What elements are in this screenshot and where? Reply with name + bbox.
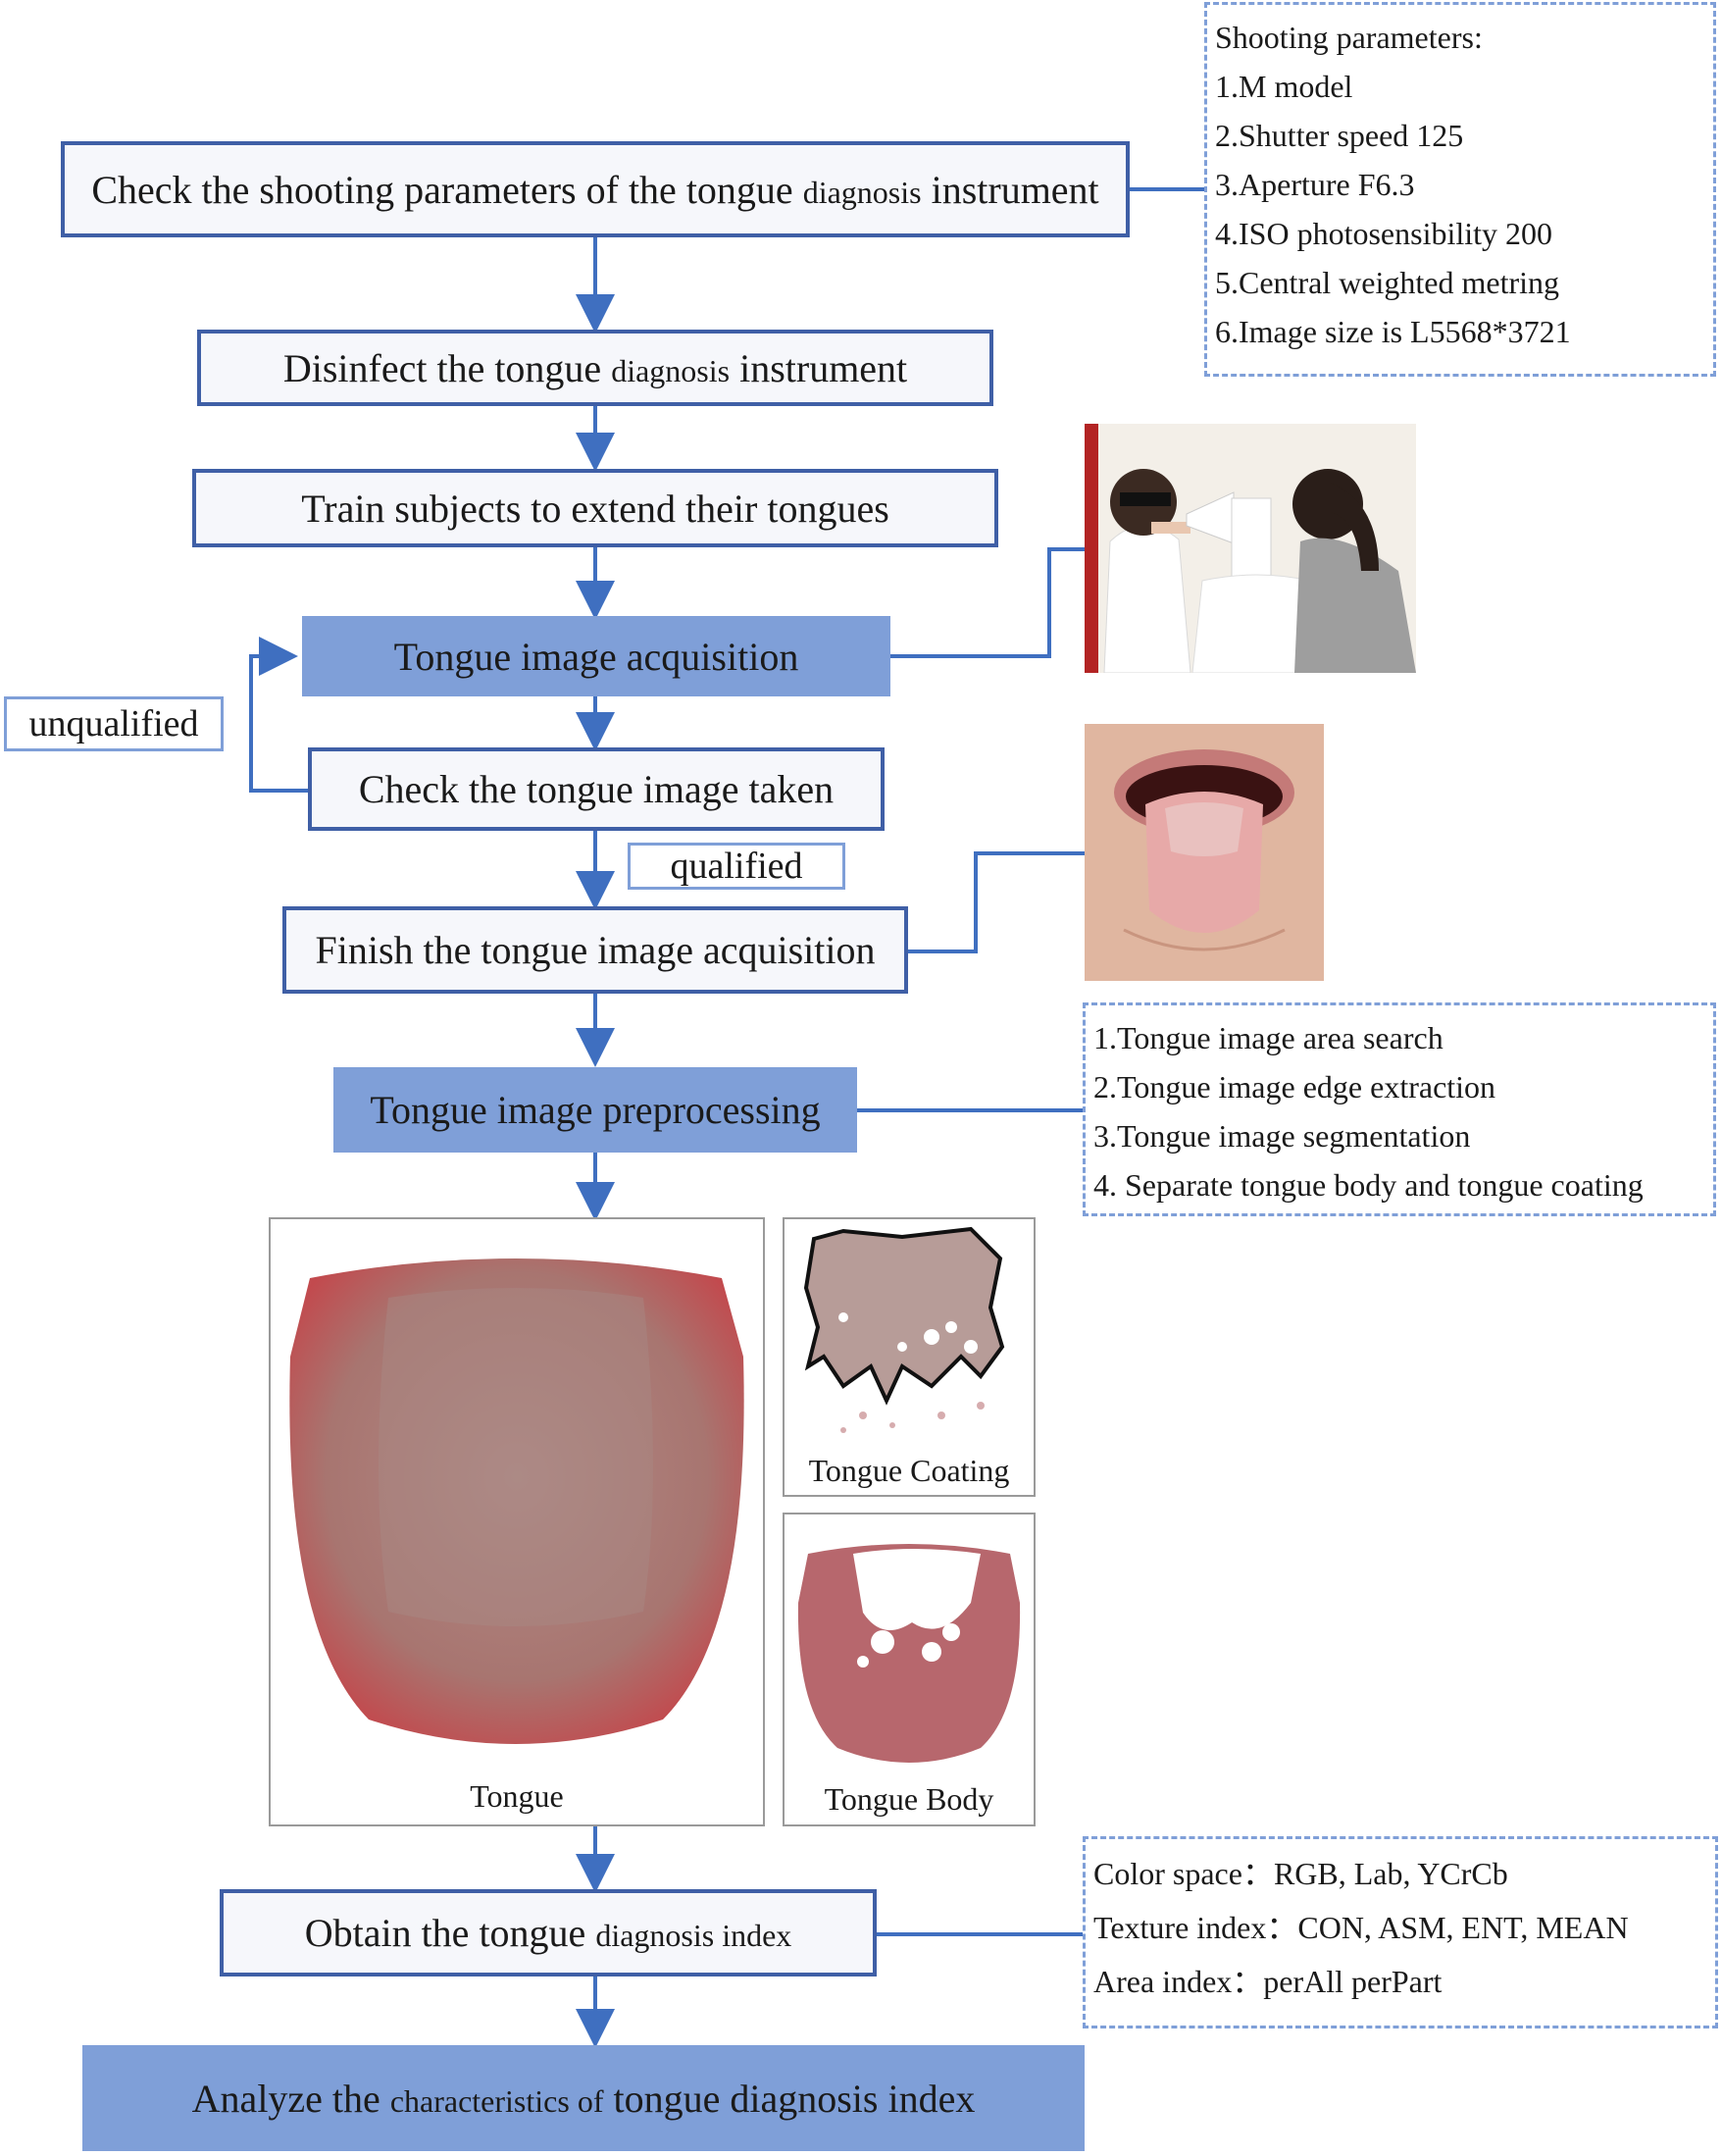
tongue-body-frame: Tongue Body (783, 1513, 1036, 1826)
preproc-item: 4. Separate tongue body and tongue coati… (1093, 1167, 1644, 1203)
tongue-coating-image (803, 1226, 1005, 1433)
shooting-parameters-title: Shooting parameters: (1215, 20, 1483, 55)
param-item: 3.Aperture F6.3 (1215, 167, 1415, 202)
preprocessing-steps-panel: 1.Tongue image area search 2.Tongue imag… (1083, 1002, 1716, 1216)
param-item: 5.Central weighted metring (1215, 265, 1560, 300)
diagnosis-index-panel: Color space：RGB, Lab, YCrCb Texture inde… (1083, 1836, 1718, 2028)
index-item: Texture index：CON, ASM, ENT, MEAN (1093, 1910, 1629, 1945)
step-obtain-index: Obtain the tongue diagnosis index (220, 1889, 877, 1976)
step-disinfect: Disinfect the tongue diagnosis instrumen… (197, 330, 993, 406)
step-preprocessing: Tongue image preprocessing (333, 1067, 857, 1153)
tongue-caption: Tongue (470, 1778, 564, 1814)
param-item: 1.M model (1215, 69, 1353, 104)
loop-back-line (249, 637, 308, 793)
param-item: 4.ISO photosensibility 200 (1215, 216, 1553, 251)
step-check-parameters: Check the shooting parameters of the ton… (61, 141, 1130, 237)
preproc-item: 2.Tongue image edge extraction (1093, 1069, 1496, 1104)
tongue-coating-caption: Tongue Coating (808, 1453, 1010, 1488)
step-train-subjects: Train subjects to extend their tongues (192, 469, 998, 547)
photo-connector-2 (908, 851, 1085, 953)
tongue-coating-frame: Tongue Coating (783, 1217, 1036, 1497)
index-item: Area index：perAll perPart (1093, 1964, 1443, 1999)
qualified-label: qualified (628, 843, 845, 890)
preproc-item: 1.Tongue image area search (1093, 1020, 1443, 1055)
tongue-body-caption: Tongue Body (824, 1781, 994, 1817)
preproc-item: 3.Tongue image segmentation (1093, 1118, 1471, 1154)
photo-connector-1 (890, 547, 1085, 658)
acquisition-photo (1085, 424, 1416, 673)
param-item: 6.Image size is L5568*3721 (1215, 314, 1571, 349)
step-analyze: Analyze the characteristics of tongue di… (82, 2045, 1085, 2151)
tongue-closeup-photo (1085, 724, 1324, 981)
index-item: Color space：RGB, Lab, YCrCb (1093, 1856, 1508, 1891)
shooting-parameters-panel: Shooting parameters: 1.M model 2.Shutter… (1204, 2, 1716, 377)
param-item: 2.Shutter speed 125 (1215, 118, 1464, 153)
tongue-image (289, 1258, 744, 1744)
step-finish-acquisition: Finish the tongue image acquisition (282, 906, 908, 994)
tongue-image-frame: Tongue (269, 1217, 765, 1826)
step-check-image-taken: Check the tongue image taken (308, 747, 885, 831)
step-image-acquisition: Tongue image acquisition (302, 616, 890, 696)
unqualified-label: unqualified (4, 696, 224, 751)
tongue-body-image (797, 1544, 1021, 1763)
